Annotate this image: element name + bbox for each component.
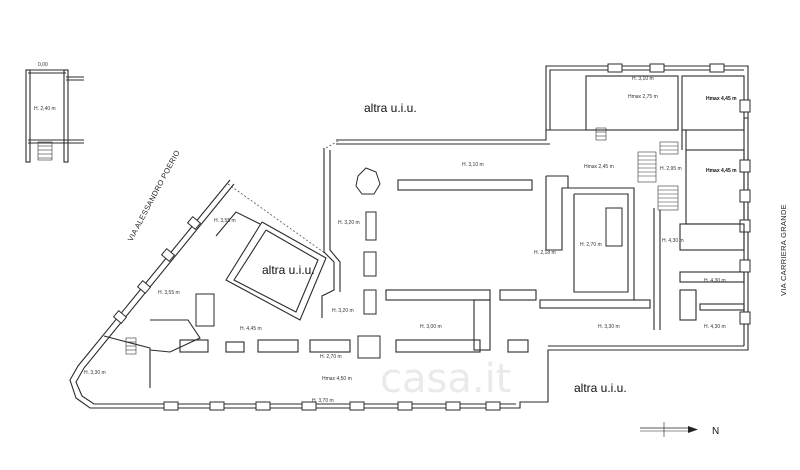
interior-walls	[103, 167, 745, 411]
height-label: H. 3,55 m	[214, 218, 236, 224]
height-labels: H. 3,10 m Hmax 2,75 m Hmax 4,45 m Hmax 4…	[84, 76, 737, 404]
inset-height-label: H. 2,40 m	[34, 106, 56, 112]
inset-stair-icon	[37, 141, 53, 161]
height-label: Hmax 4,45 m	[706, 96, 737, 102]
height-label: H. 3,00 m	[420, 324, 442, 330]
north-arrow-icon: N	[640, 422, 719, 437]
street-label-carriera: VIA CARRIERA GRANDE	[779, 204, 788, 296]
altra-uiu-bottom-label: altra u.i.u.	[574, 381, 627, 395]
height-label: H. 2,18 m	[534, 250, 556, 256]
altra-uiu-top-label: altra u.i.u.	[364, 101, 417, 115]
inset-level-label: 0,00	[38, 62, 48, 68]
height-label: H. 3,20 m	[332, 308, 354, 314]
height-label: H. 4,30 m	[704, 278, 726, 284]
height-label: H. 3,30 m	[84, 370, 106, 376]
left-stair-icon	[125, 337, 137, 355]
height-label: H. 3,30 m	[598, 324, 620, 330]
height-label: H. 4,45 m	[240, 326, 262, 332]
height-label: H. 4,30 m	[704, 324, 726, 330]
height-label: H. 3,10 m	[632, 76, 654, 82]
height-label: H. 2,70 m	[580, 242, 602, 248]
height-label: H. 3,55 m	[158, 290, 180, 296]
watermark: casa.it	[380, 356, 511, 402]
street-label-poerio: VIA ALESSANDRO POERIO	[126, 149, 182, 243]
height-label: H. 2,70 m	[320, 354, 342, 360]
height-label: H. 4,30 m	[662, 238, 684, 244]
top-rooms	[585, 63, 751, 325]
height-label: Hmax 4,50 m	[322, 376, 352, 382]
height-label: H. 3,10 m	[462, 162, 484, 168]
height-label: H. 3,20 m	[338, 220, 360, 226]
altra-uiu-center-label: altra u.i.u.	[262, 263, 315, 277]
height-label: H. 2,95 m	[660, 166, 682, 172]
inset-plan: 0,00 H. 2,40 m	[25, 62, 84, 163]
height-label: H. 3,70 m	[312, 398, 334, 404]
height-label: Hmax 4,45 m	[706, 168, 737, 174]
north-label: N	[712, 426, 719, 437]
height-label: Hmax 2,45 m	[584, 164, 614, 170]
central-stair-icon	[637, 141, 679, 211]
top-stair-icon	[595, 127, 607, 141]
height-label: Hmax 2,75 m	[628, 94, 658, 100]
